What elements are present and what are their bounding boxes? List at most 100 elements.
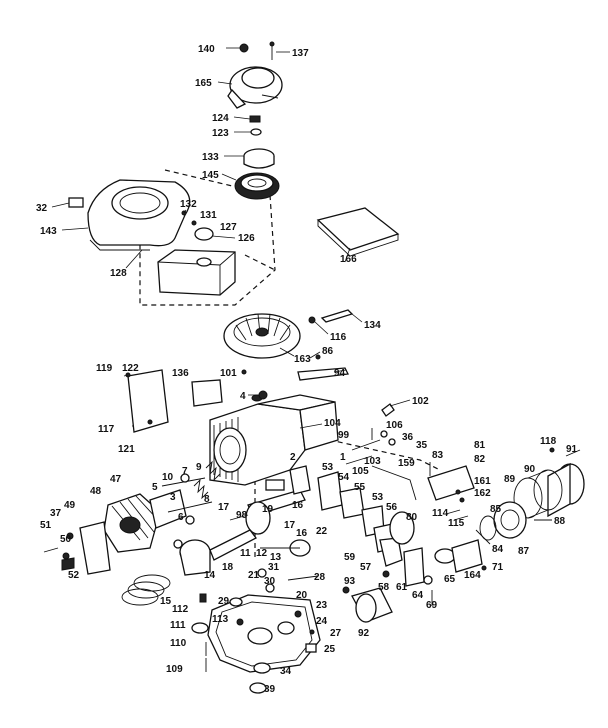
callout-14: 14 — [204, 570, 216, 581]
drain-plug-25 — [305, 643, 317, 653]
lifter-21 — [257, 568, 267, 578]
callout-91: 91 — [566, 444, 578, 455]
seal-4 — [258, 390, 268, 400]
callout-102: 102 — [412, 396, 429, 407]
callout-85: 85 — [490, 504, 502, 515]
callout-83: 83 — [432, 450, 444, 461]
callout-105: 105 — [352, 466, 369, 477]
gasket-136 — [191, 379, 223, 407]
callout-89: 89 — [504, 474, 516, 485]
callout-13: 13 — [270, 552, 282, 563]
callout-52: 52 — [68, 570, 80, 581]
callout-16a: 16 — [292, 500, 304, 511]
callout-3: 3 — [170, 492, 176, 503]
ignition-coil-94 — [297, 367, 349, 381]
callout-106: 106 — [386, 420, 403, 431]
screw-91 — [565, 449, 581, 457]
callout-2: 2 — [290, 452, 296, 463]
callout-35: 35 — [416, 440, 428, 451]
callout-93: 93 — [344, 576, 356, 587]
control-bracket-82 — [427, 465, 475, 501]
callout-166: 166 — [340, 254, 357, 265]
head-gasket-47 — [149, 489, 187, 529]
callout-56: 56 — [386, 502, 398, 513]
screw-58 — [382, 570, 390, 578]
air-filter-element-89 — [513, 469, 563, 519]
callout-23: 23 — [316, 600, 328, 611]
callout-109: 109 — [166, 664, 183, 675]
callout-58: 58 — [378, 582, 390, 593]
callout-19: 19 — [262, 504, 274, 515]
callout-140: 140 — [198, 44, 215, 55]
screw-101 — [241, 369, 247, 375]
callout-113: 113 — [212, 614, 229, 625]
callout-137: 137 — [292, 48, 309, 59]
callout-161: 161 — [474, 476, 491, 487]
callout-69: 69 — [426, 600, 438, 611]
washer-64 — [423, 575, 433, 585]
decal-32 — [68, 197, 84, 208]
callout-90: 90 — [524, 464, 536, 475]
screw-114 — [445, 509, 461, 515]
callout-39: 39 — [264, 684, 276, 695]
callout-111: 111 — [170, 620, 186, 631]
callout-64: 64 — [412, 590, 424, 601]
spring-35 — [388, 438, 396, 446]
screw-49 — [66, 532, 74, 540]
valve-spring-9 — [205, 460, 221, 482]
clip-102 — [381, 403, 395, 417]
callout-117: 117 — [98, 424, 115, 435]
callout-121: 121 — [118, 444, 135, 455]
lifter-30 — [265, 583, 275, 593]
callout-103: 103 — [364, 456, 381, 467]
gasket-80 — [389, 511, 415, 545]
callout-81: 81 — [474, 440, 486, 451]
piston-rings-15 — [121, 574, 171, 606]
callout-133: 133 — [202, 152, 219, 163]
callout-30: 30 — [264, 576, 276, 587]
screw-112 — [199, 593, 207, 603]
plate-53-upper — [289, 465, 311, 495]
callout-53a: 53 — [322, 462, 334, 473]
callout-87: 87 — [518, 546, 530, 557]
governor-rod-28 — [287, 575, 319, 581]
callout-49: 49 — [64, 500, 76, 511]
spark-plug-37 — [62, 552, 70, 560]
callout-12: 12 — [256, 548, 268, 559]
callout-5: 5 — [152, 482, 158, 493]
callout-123: 123 — [212, 128, 229, 139]
screw-71 — [481, 565, 487, 571]
starter-housing-165 — [227, 66, 283, 109]
plug-27 — [309, 629, 315, 635]
callout-27: 27 — [330, 628, 342, 639]
air-cleaner-cover-90 — [547, 462, 585, 518]
crankcase-cover-23 — [207, 594, 321, 673]
callout-4: 4 — [240, 391, 246, 402]
valve-6 — [167, 501, 213, 513]
callout-88: 88 — [554, 516, 566, 527]
fuel-pump-164 — [451, 539, 483, 573]
callout-11: 11 — [240, 548, 251, 559]
callout-28: 28 — [314, 572, 326, 583]
oil-seal-29 — [229, 597, 243, 607]
washer-140 — [239, 43, 249, 53]
rewind-starter-assembly — [227, 41, 283, 200]
callout-25: 25 — [324, 644, 336, 655]
screw-93 — [342, 586, 350, 594]
piston-14 — [179, 539, 211, 576]
fuel-tank-126 — [157, 249, 236, 296]
link-105 — [345, 455, 373, 465]
callout-131: 131 — [200, 210, 217, 221]
callout-71: 71 — [492, 562, 504, 573]
screw-131 — [191, 220, 197, 226]
crankshaft-98 — [229, 489, 306, 535]
callout-6: 6 — [178, 512, 184, 523]
callout-92: 92 — [358, 628, 370, 639]
callout-104: 104 — [324, 418, 341, 429]
callout-22: 22 — [316, 526, 328, 537]
callout-119: 119 — [96, 363, 113, 374]
callout-24: 24 — [316, 616, 328, 627]
callout-15: 15 — [160, 596, 172, 607]
callout-61: 61 — [396, 582, 408, 593]
washer-36 — [380, 430, 388, 438]
